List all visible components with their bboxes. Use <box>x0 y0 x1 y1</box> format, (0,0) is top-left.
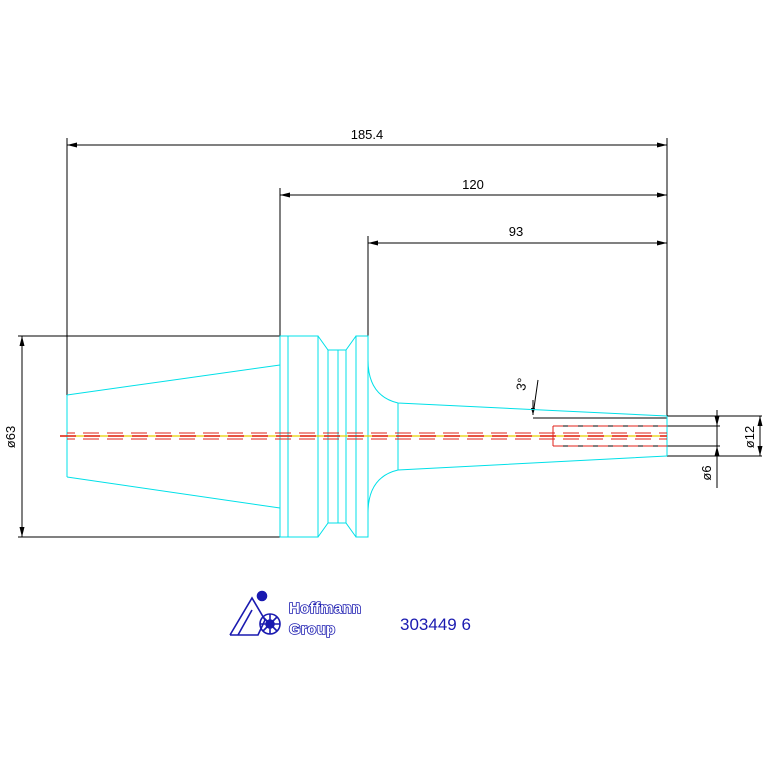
part-number: 303449 6 <box>400 615 471 634</box>
dim-tip-diameter: ø12 <box>742 426 757 448</box>
centerline <box>60 432 667 440</box>
hoffmann-group-logo: Hoffmann Group <box>229 590 362 639</box>
dim-length-from-neck: 93 <box>509 224 523 239</box>
dim-bore-diameter: ø6 <box>699 465 714 480</box>
dim-length-from-flange: 120 <box>462 177 484 192</box>
logo-mark-icon <box>229 590 281 636</box>
dim-taper-angle: 3° <box>513 377 530 392</box>
bore <box>552 425 667 447</box>
logo-line2: Group <box>289 621 336 638</box>
taper-bottom-edge <box>66 476 281 509</box>
dim-overall-length: 185.4 <box>351 127 384 142</box>
dim-flange-diameter: ø63 <box>3 426 18 448</box>
dimension-arrows <box>19 142 763 537</box>
angle-leader <box>533 379 539 409</box>
taper-top-edge <box>66 364 281 396</box>
dimension-lines <box>18 138 762 538</box>
logo-line1: Hoffmann <box>289 600 361 617</box>
